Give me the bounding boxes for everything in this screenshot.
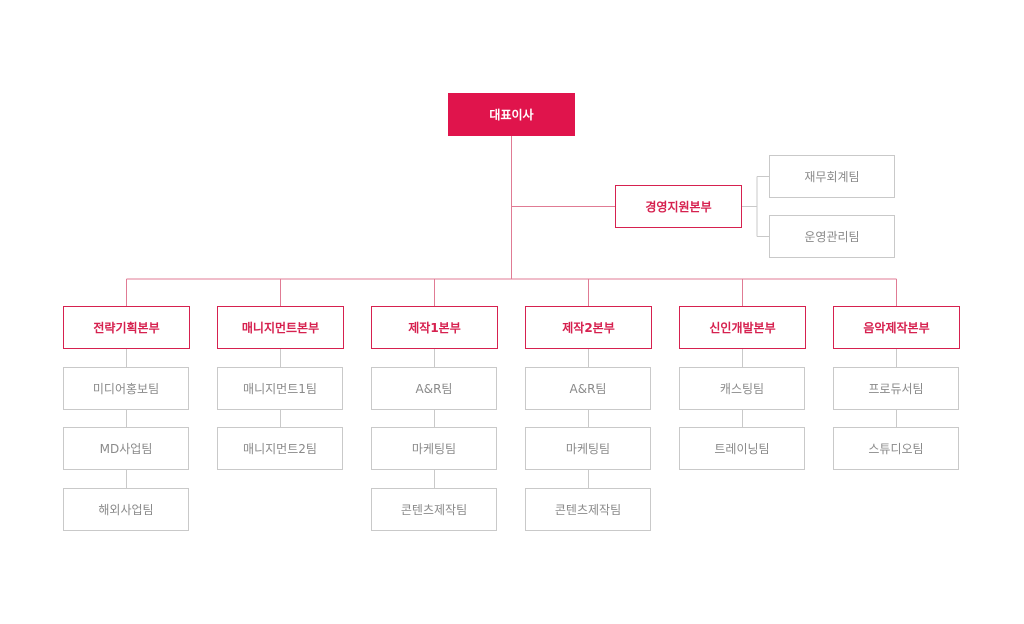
division-label: 제작2본부: [562, 321, 615, 335]
division-box: 제작2본부: [525, 306, 652, 349]
team-box: 미디어홍보팀: [63, 367, 189, 410]
team-label: 스튜디오팀: [868, 442, 924, 456]
team-box: MD사업팀: [63, 427, 189, 470]
division-label: 매니지먼트본부: [241, 321, 320, 335]
team-box: 스튜디오팀: [833, 427, 959, 470]
team-box: 콘텐츠제작팀: [525, 488, 651, 531]
support-division-label: 경영지원본부: [645, 200, 712, 214]
team-box: 마케팅팀: [371, 427, 497, 470]
team-box: 매니지먼트2팀: [217, 427, 343, 470]
team-label: 트레이닝팀: [714, 442, 770, 456]
ceo-box: 대표이사: [448, 93, 575, 136]
team-label: 재무회계팀: [804, 170, 860, 184]
team-box: 매니지먼트1팀: [217, 367, 343, 410]
team-label: 프로듀서팀: [868, 382, 924, 396]
team-box: 트레이닝팀: [679, 427, 805, 470]
team-box: A&R팀: [371, 367, 497, 410]
division-box: 신인개발본부: [679, 306, 806, 349]
team-label: 마케팅팀: [565, 442, 611, 456]
team-label: MD사업팀: [99, 442, 153, 456]
team-box: A&R팀: [525, 367, 651, 410]
division-box: 전략기획본부: [63, 306, 190, 349]
ceo-label: 대표이사: [489, 108, 534, 122]
team-label: 캐스팅팀: [719, 382, 765, 396]
team-label: 콘텐츠제작팀: [400, 503, 468, 517]
team-label: 운영관리팀: [804, 230, 860, 244]
team-label: 해외사업팀: [98, 503, 154, 517]
division-box: 음악제작본부: [833, 306, 960, 349]
team-label: 콘텐츠제작팀: [554, 503, 622, 517]
team-label: 매니지먼트1팀: [243, 382, 317, 396]
team-box: 콘텐츠제작팀: [371, 488, 497, 531]
division-box: 매니지먼트본부: [217, 306, 344, 349]
team-label: 미디어홍보팀: [92, 382, 160, 396]
support-team-box: 재무회계팀: [769, 155, 895, 198]
team-label: A&R팀: [415, 382, 453, 396]
team-box: 해외사업팀: [63, 488, 189, 531]
team-label: 마케팅팀: [411, 442, 457, 456]
division-label: 음악제작본부: [863, 321, 930, 335]
support-division-box: 경영지원본부: [615, 185, 742, 228]
division-label: 신인개발본부: [709, 321, 776, 335]
team-label: A&R팀: [569, 382, 607, 396]
team-box: 마케팅팀: [525, 427, 651, 470]
team-box: 캐스팅팀: [679, 367, 805, 410]
division-box: 제작1본부: [371, 306, 498, 349]
division-label: 제작1본부: [408, 321, 461, 335]
division-label: 전략기획본부: [93, 321, 160, 335]
team-box: 프로듀서팀: [833, 367, 959, 410]
support-team-box: 운영관리팀: [769, 215, 895, 258]
team-label: 매니지먼트2팀: [243, 442, 317, 456]
